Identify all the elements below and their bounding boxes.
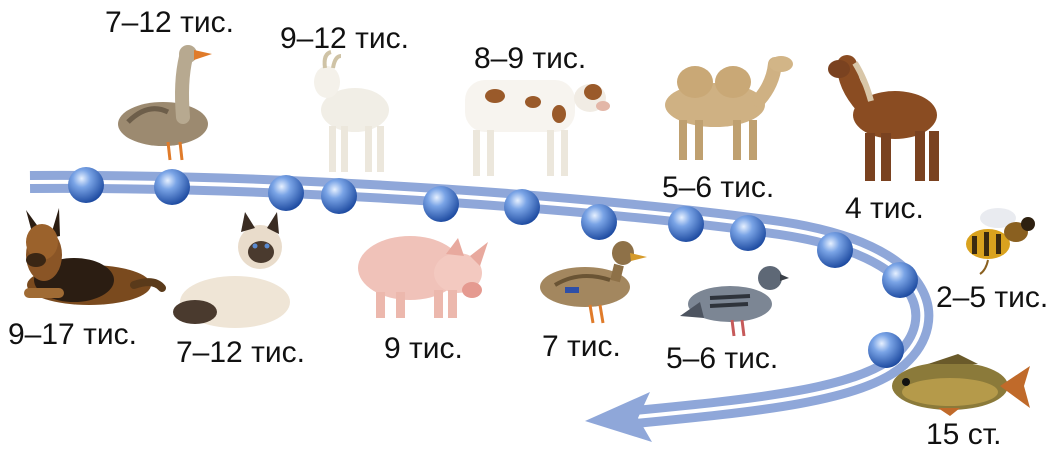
goat-icon <box>305 50 400 178</box>
cat-icon <box>175 212 310 330</box>
duck-icon <box>535 235 650 327</box>
bead <box>423 186 459 222</box>
pig-icon <box>350 218 495 323</box>
dog-label: 9–17 тис. <box>8 320 137 350</box>
cow-icon <box>455 72 615 180</box>
camel-label: 5–6 тис. <box>662 173 774 203</box>
pig-label: 9 тис. <box>384 334 463 364</box>
bead <box>68 167 104 203</box>
bee-label: 2–5 тис. <box>936 283 1048 313</box>
goose-icon <box>108 42 218 164</box>
goat-label: 9–12 тис. <box>280 24 409 54</box>
bead <box>321 178 357 214</box>
bee-icon <box>958 200 1038 275</box>
fish-icon <box>888 350 1033 418</box>
pigeon-label: 5–6 тис. <box>666 344 778 374</box>
cow-label: 8–9 тис. <box>474 44 586 74</box>
pigeon-icon <box>670 256 790 340</box>
camel-icon <box>655 50 795 162</box>
bead <box>730 215 766 251</box>
horse-icon <box>825 55 945 185</box>
cat-label: 7–12 тис. <box>176 338 305 368</box>
carp-label: 15 ст. <box>926 420 1001 449</box>
bead <box>817 232 853 268</box>
horse-label: 4 тис. <box>845 194 924 224</box>
bead <box>668 206 704 242</box>
bead <box>882 262 918 298</box>
duck-label: 7 тис. <box>542 332 621 362</box>
bead <box>268 175 304 211</box>
goose-label: 7–12 тис. <box>105 8 234 38</box>
dog-icon <box>4 200 164 315</box>
bead <box>504 189 540 225</box>
